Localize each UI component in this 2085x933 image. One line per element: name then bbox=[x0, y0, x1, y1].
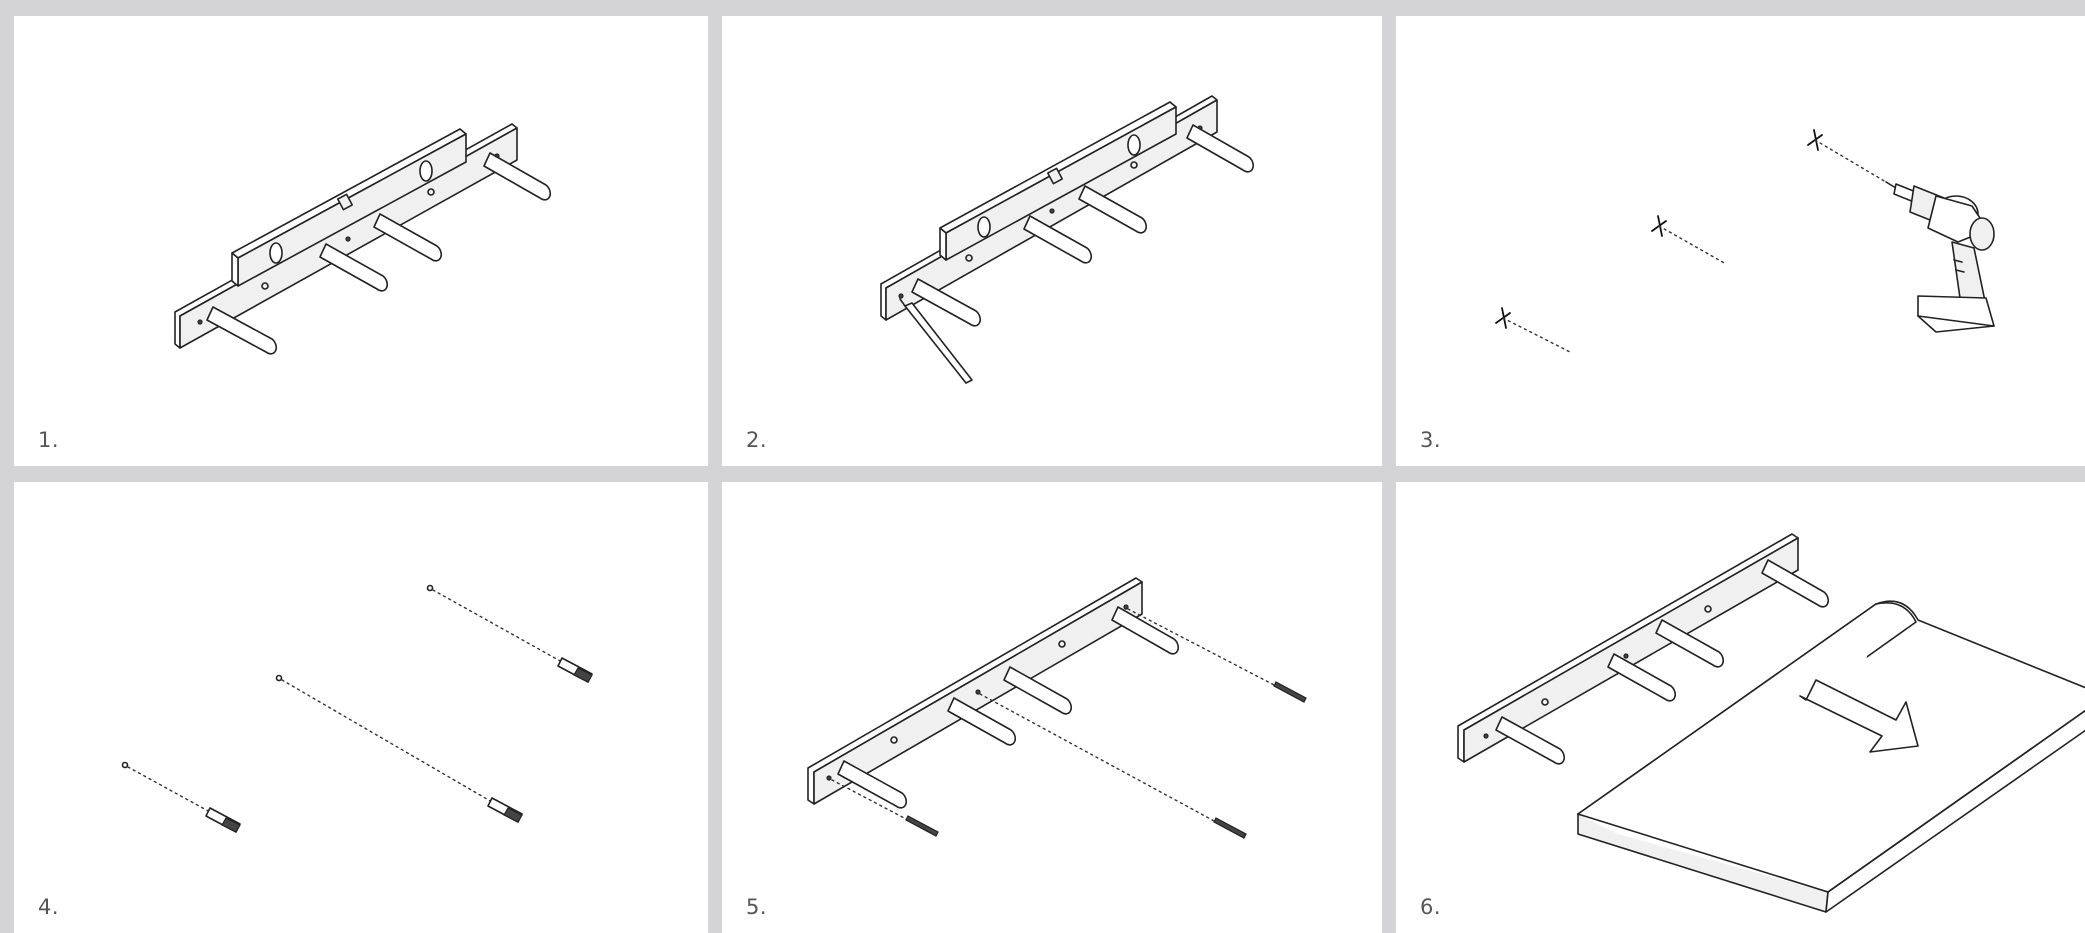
step-6-illustration bbox=[1457, 533, 2085, 913]
step-number: 2. bbox=[746, 428, 768, 452]
pins bbox=[911, 124, 1254, 327]
step-number: 1. bbox=[38, 428, 60, 452]
wall-rail bbox=[807, 577, 1143, 805]
step-3-illustration bbox=[1495, 129, 1995, 353]
panel-step-4: 4. bbox=[14, 482, 708, 933]
panel-step-5: 5. bbox=[722, 482, 1382, 933]
panel-step-6: 6. bbox=[1396, 482, 2085, 933]
step-4-illustration bbox=[121, 584, 593, 833]
arrow-slide-in bbox=[1799, 679, 1919, 753]
screws bbox=[905, 681, 1307, 839]
pins bbox=[837, 606, 1179, 809]
step-number: 5. bbox=[746, 895, 768, 919]
cordless-drill bbox=[1885, 181, 1995, 333]
hole-marks bbox=[1495, 129, 1887, 353]
wall-holes bbox=[121, 584, 434, 769]
pins bbox=[1495, 559, 1829, 765]
shelf-board bbox=[1577, 600, 2085, 913]
spirit-level bbox=[939, 101, 1177, 261]
step-5-illustration bbox=[807, 577, 1307, 839]
pencil bbox=[899, 298, 973, 384]
step-number: 6. bbox=[1420, 895, 1442, 919]
panel-step-2: 2. bbox=[722, 16, 1382, 466]
step-number: 3. bbox=[1420, 428, 1442, 452]
wall-plugs bbox=[205, 657, 593, 833]
panel-step-3: 3. bbox=[1396, 16, 2085, 466]
step-number: 4. bbox=[38, 895, 60, 919]
panel-step-1: 1. bbox=[14, 16, 708, 466]
pins bbox=[206, 152, 551, 355]
spirit-level bbox=[231, 128, 467, 287]
step-2-illustration bbox=[880, 95, 1254, 384]
guide-lines bbox=[831, 608, 1277, 823]
step-1-illustration bbox=[174, 123, 551, 355]
guide-lines bbox=[127, 589, 563, 813]
